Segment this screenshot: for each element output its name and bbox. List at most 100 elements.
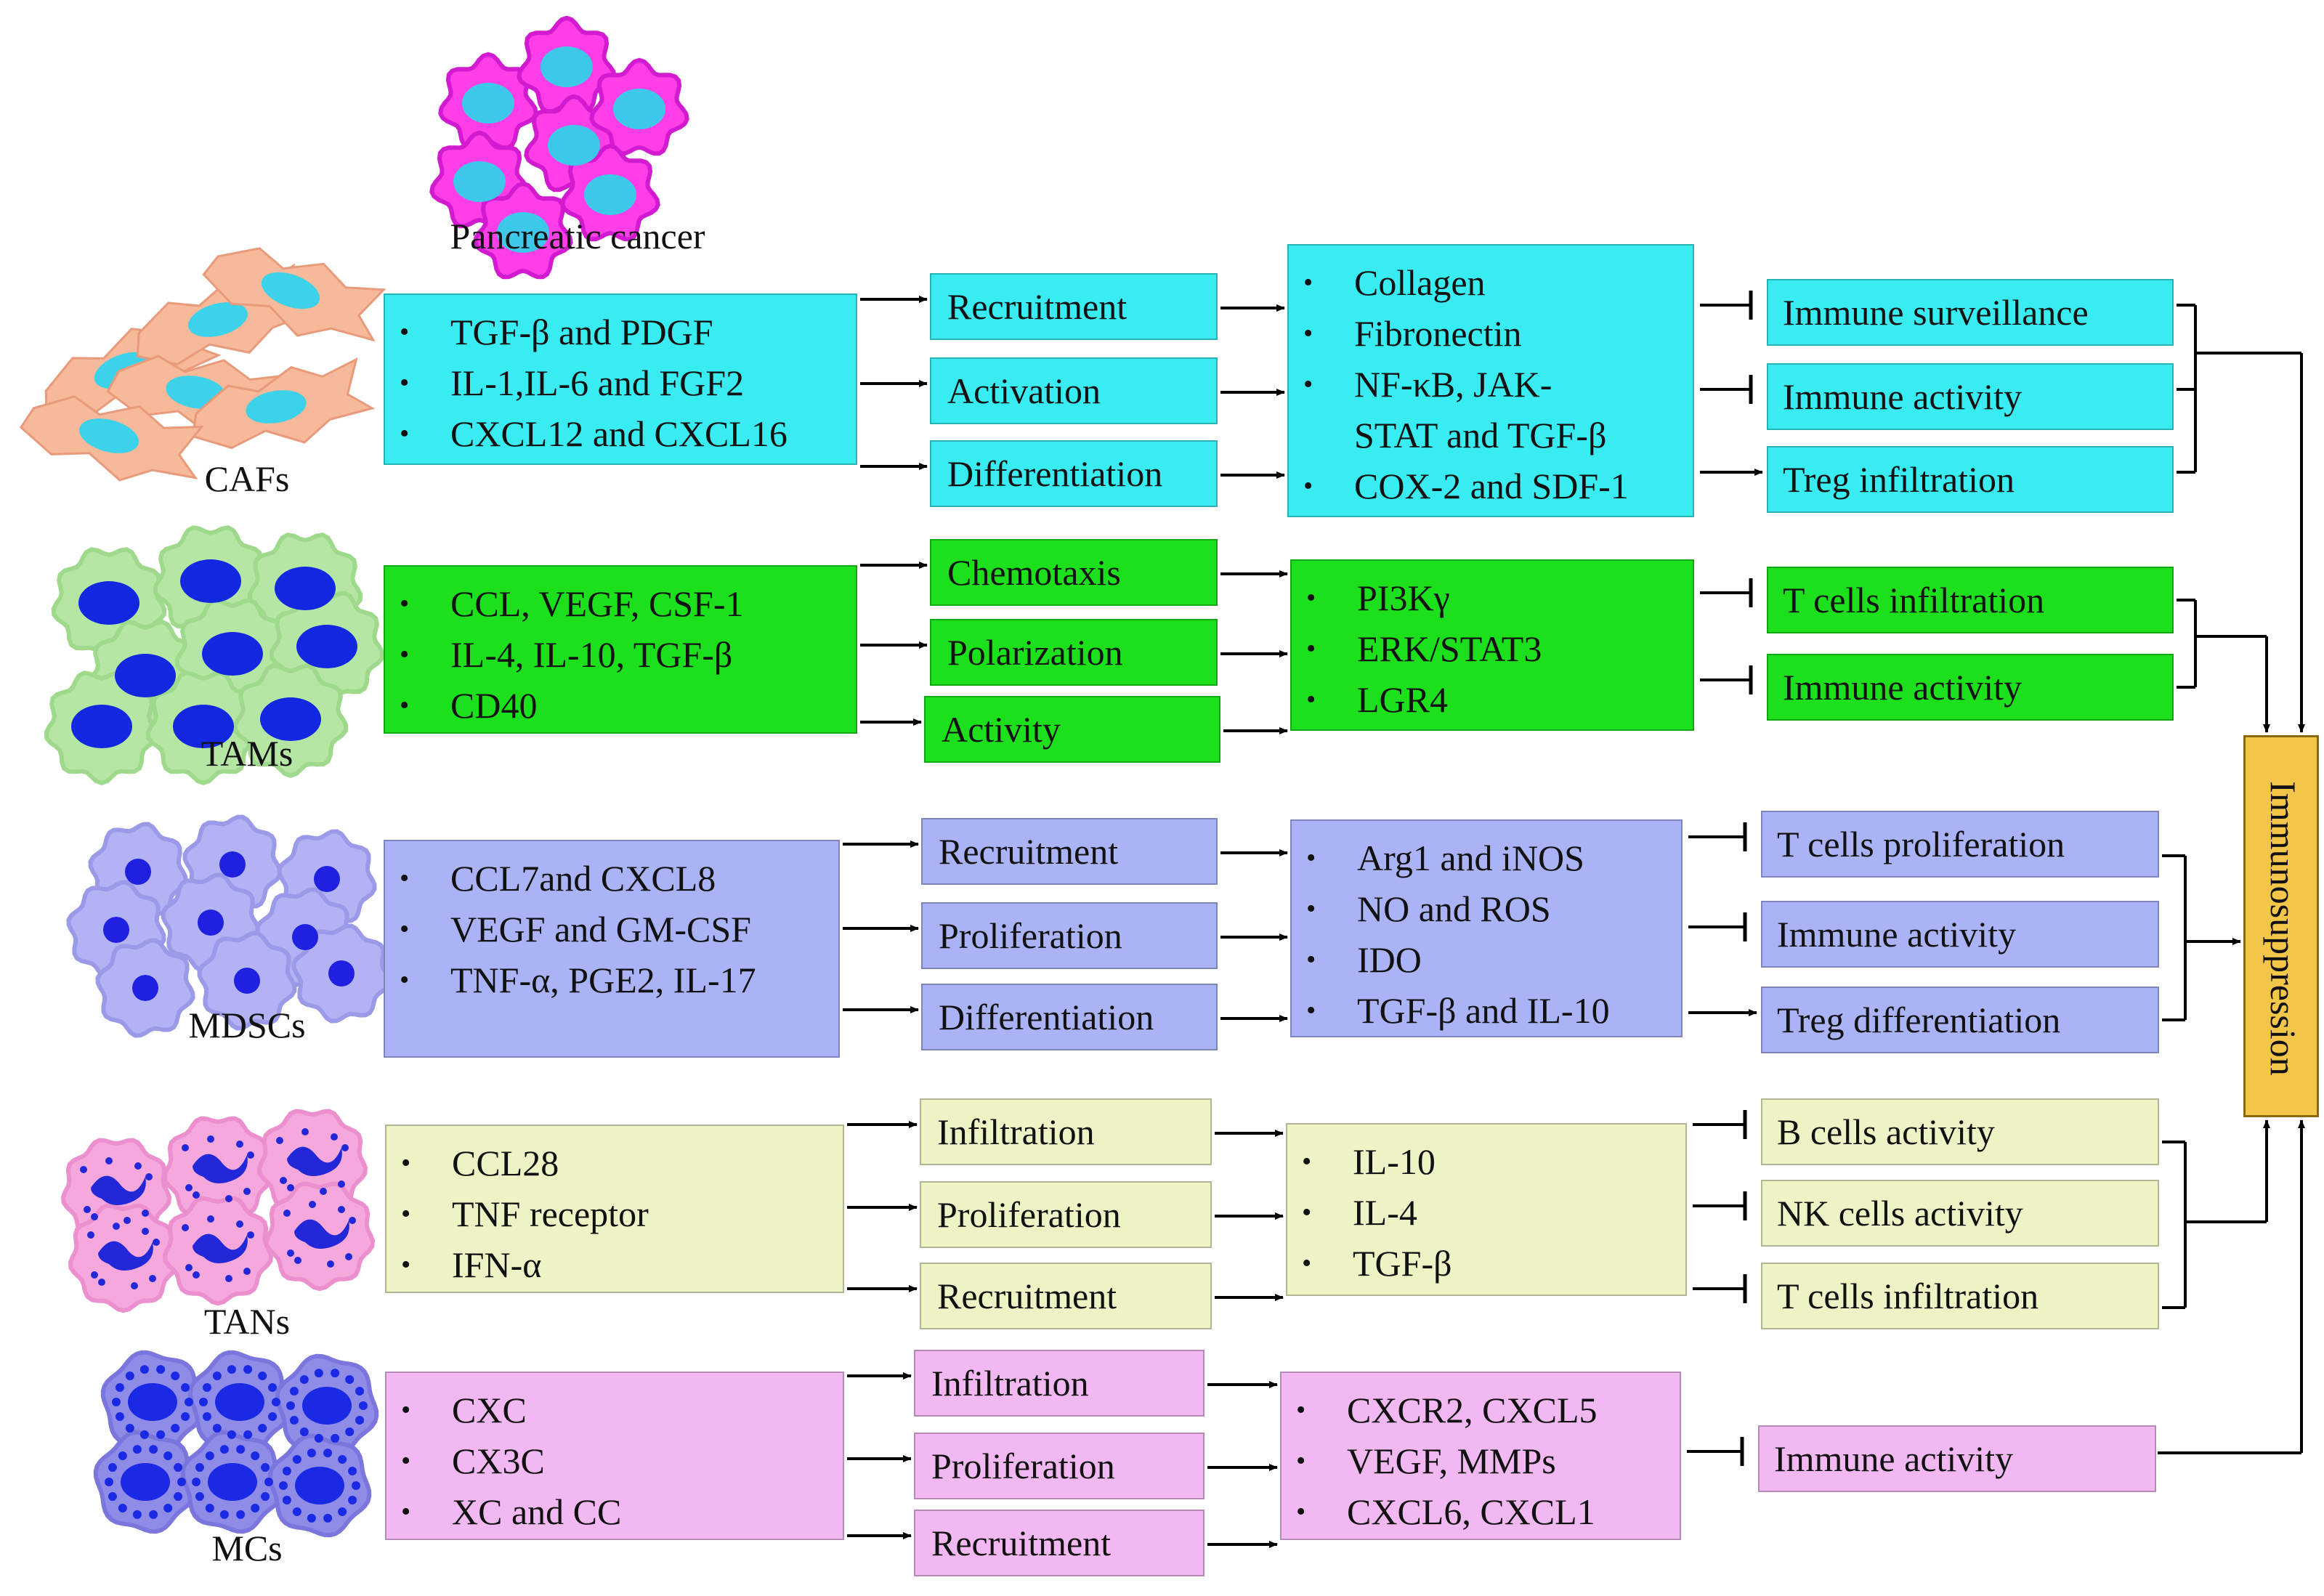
tams-mechanism-label: Polarization bbox=[947, 632, 1123, 673]
mdscs-outcome-label: Treg differentiation bbox=[1777, 1000, 2061, 1040]
mcs-factors-box: •CXC•CX3C•XC and CC bbox=[385, 1372, 844, 1540]
mdscs-outcome-label: Immune activity bbox=[1777, 914, 2017, 955]
tans-pathway-text: TGF-β bbox=[1353, 1243, 1452, 1284]
mdscs-factor-item: •CCL7and CXCL8 bbox=[400, 853, 838, 904]
mcs-mechanism-box: Recruitment bbox=[914, 1510, 1204, 1576]
mdscs-inhibition-bar bbox=[1688, 912, 1747, 941]
mdscs-outcome-box: T cells proliferation bbox=[1761, 811, 2159, 878]
tans-inhibition-bar bbox=[1693, 1274, 1747, 1303]
tans-pathway-text: IL-10 bbox=[1353, 1141, 1436, 1182]
tams-factor-item: • CD40 bbox=[400, 680, 856, 731]
mdscs-factor-text: TNF-α, PGE2, IL-17 bbox=[450, 960, 756, 1000]
tams-factor-text: IL-4, IL-10, TGF-β bbox=[450, 634, 733, 675]
cafs-pathway-item: •Fibronectin bbox=[1303, 308, 1693, 359]
mcs-mechanism-label: Recruitment bbox=[931, 1523, 1112, 1563]
cafs-cell-label: CAFs bbox=[204, 458, 290, 499]
tans-mechanism-box: Proliferation bbox=[920, 1181, 1212, 1248]
cafs-inhibition-bar bbox=[1700, 291, 1753, 320]
mdscs-outcome-box: Treg differentiation bbox=[1761, 987, 2159, 1053]
tans-pathway-item: • IL-10 bbox=[1302, 1136, 1685, 1187]
mdscs-pathway-item: •Arg1 and iNOS bbox=[1306, 833, 1681, 883]
cafs-outcome-box: Immune activity bbox=[1767, 363, 2174, 430]
tans-outcome-box: T cells infiltration bbox=[1761, 1263, 2159, 1329]
tans-inhibition-bar bbox=[1693, 1191, 1747, 1220]
cafs-outcome-box: Immune surveillance bbox=[1767, 279, 2174, 346]
mcs-outcome-label: Immune activity bbox=[1774, 1438, 2014, 1479]
bullet-icon: • bbox=[1303, 471, 1313, 501]
mcs-inhibition-bar bbox=[1687, 1437, 1744, 1466]
tans-factor-text: IFN-α bbox=[452, 1244, 542, 1285]
mcs-mechanism-label: Infiltration bbox=[931, 1363, 1089, 1403]
mcs-outcome-box: Immune activity bbox=[1758, 1425, 2156, 1492]
bullet-icon: • bbox=[400, 965, 410, 995]
tans-factors-box: •CCL28•TNF receptor•IFN-α bbox=[385, 1125, 844, 1293]
mdscs-factor-text: CCL7and CXCL8 bbox=[450, 858, 716, 899]
mdscs-pathway-text: Arg1 and iNOS bbox=[1357, 838, 1584, 878]
tans-mechanism-label: Recruitment bbox=[937, 1276, 1117, 1316]
cafs-pathways-box: •Collagen•Fibronectin•NF-κB, JAK-STAT an… bbox=[1287, 244, 1694, 517]
mcs-pathway-item: •CXCR2, CXCL5 bbox=[1296, 1385, 1680, 1435]
mcs-factor-item: •CX3C bbox=[401, 1435, 843, 1486]
tans-mechanism-label: Infiltration bbox=[937, 1111, 1095, 1152]
tans-outcome-box: B cells activity bbox=[1761, 1098, 2159, 1165]
cafs-outcome-label: Treg infiltration bbox=[1783, 459, 2015, 500]
tams-factors-box: • CCL, VEGF, CSF-1 •IL-4, IL-10, TGF-β• CD4… bbox=[384, 565, 857, 734]
tams-outcome-label: T cells infiltration bbox=[1783, 580, 2045, 620]
tans-outcome-box: NK cells activity bbox=[1761, 1180, 2159, 1247]
cafs-pathway-item: • NF-κB, JAK- bbox=[1303, 359, 1693, 410]
tans-outcome-label: B cells activity bbox=[1777, 1111, 1995, 1152]
tans-pathway-item: •IL-4 bbox=[1302, 1187, 1685, 1238]
bullet-icon: • bbox=[1306, 583, 1316, 613]
mdscs-pathway-item: •NO and ROS bbox=[1306, 883, 1681, 934]
tams-pathway-item: • ERK/STAT3 bbox=[1306, 623, 1693, 674]
immunosuppression-box: Immunosuppression bbox=[2243, 735, 2319, 1117]
bullet-icon: • bbox=[1296, 1496, 1306, 1527]
cafs-factor-text: TGF-β and PDGF bbox=[450, 312, 713, 352]
tams-pathway-text: PI3Kγ bbox=[1357, 578, 1450, 618]
mcs-factor-text: XC and CC bbox=[452, 1491, 622, 1532]
mdscs-mechanism-label: Differentiation bbox=[939, 997, 1154, 1037]
cafs-factor-item: •IL-1,IL-6 and FGF2 bbox=[400, 357, 856, 408]
bullet-icon: • bbox=[1303, 267, 1313, 298]
tams-outcome-box: T cells infiltration bbox=[1767, 567, 2174, 633]
tams-pathway-text: ERK/STAT3 bbox=[1357, 628, 1542, 669]
bullet-icon: • bbox=[1303, 369, 1313, 400]
cafs-pathway-text: NF-κB, JAK- bbox=[1354, 364, 1552, 405]
cafs-pathway-text: COX-2 and SDF-1 bbox=[1354, 466, 1629, 506]
tams-factor-text: CD40 bbox=[450, 685, 538, 726]
tams-pathways-box: •PI3Kγ•ERK/STAT3•LGR4 bbox=[1290, 559, 1694, 731]
tams-factor-item: •IL-4, IL-10, TGF-β bbox=[400, 629, 856, 680]
mdscs-outcome-box: Immune activity bbox=[1761, 901, 2159, 968]
mdscs-mechanism-box: Recruitment bbox=[921, 818, 1218, 885]
tams-factor-text: CCL, VEGF, CSF-1 bbox=[450, 583, 744, 624]
tans-pathways-box: • IL-10•IL-4 • TGF-β bbox=[1286, 1123, 1687, 1296]
bullet-icon: • bbox=[401, 1249, 411, 1280]
mcs-factor-item: •XC and CC bbox=[401, 1486, 843, 1537]
bullet-icon: • bbox=[1302, 1146, 1312, 1177]
tams-pathway-item: • PI3Kγ bbox=[1306, 572, 1693, 623]
cafs-pathway-text: Collagen bbox=[1354, 262, 1486, 303]
tans-mechanism-box: Recruitment bbox=[920, 1263, 1212, 1329]
tans-factor-text: TNF receptor bbox=[452, 1194, 649, 1234]
pancreatic-cancer-cells-icon bbox=[429, 15, 689, 280]
cafs-outcome-label: Immune activity bbox=[1783, 376, 2023, 417]
mdscs-pathway-text: TGF-β and IL-10 bbox=[1357, 990, 1610, 1031]
cafs-factors-box: •TGF-β and PDGF•IL-1,IL-6 and FGF2•CXCL1… bbox=[384, 293, 857, 465]
tans-factor-item: •TNF receptor bbox=[401, 1188, 843, 1239]
mdscs-pathway-text: NO and ROS bbox=[1357, 888, 1551, 929]
bullet-icon: • bbox=[401, 1446, 411, 1476]
bullet-icon: • bbox=[400, 690, 410, 721]
cafs-pathway-item: • COX-2 and SDF-1 bbox=[1303, 461, 1693, 511]
tans-mechanism-box: Infiltration bbox=[920, 1098, 1212, 1165]
tans-cell-label: TANs bbox=[203, 1301, 291, 1342]
bullet-icon: • bbox=[1306, 633, 1316, 664]
mcs-pathway-text: CXCR2, CXCL5 bbox=[1347, 1390, 1598, 1430]
bullet-icon: • bbox=[401, 1395, 411, 1425]
mdscs-factor-text: VEGF and GM-CSF bbox=[450, 909, 751, 949]
cafs-mechanism-box: Activation bbox=[930, 357, 1218, 424]
mdscs-factor-item: • TNF-α, PGE2, IL-17 bbox=[400, 955, 838, 1005]
cafs-mechanism-label: Activation bbox=[947, 370, 1101, 411]
bullet-icon: • bbox=[1306, 684, 1316, 715]
mdscs-cell-label: MDSCs bbox=[188, 1005, 306, 1045]
